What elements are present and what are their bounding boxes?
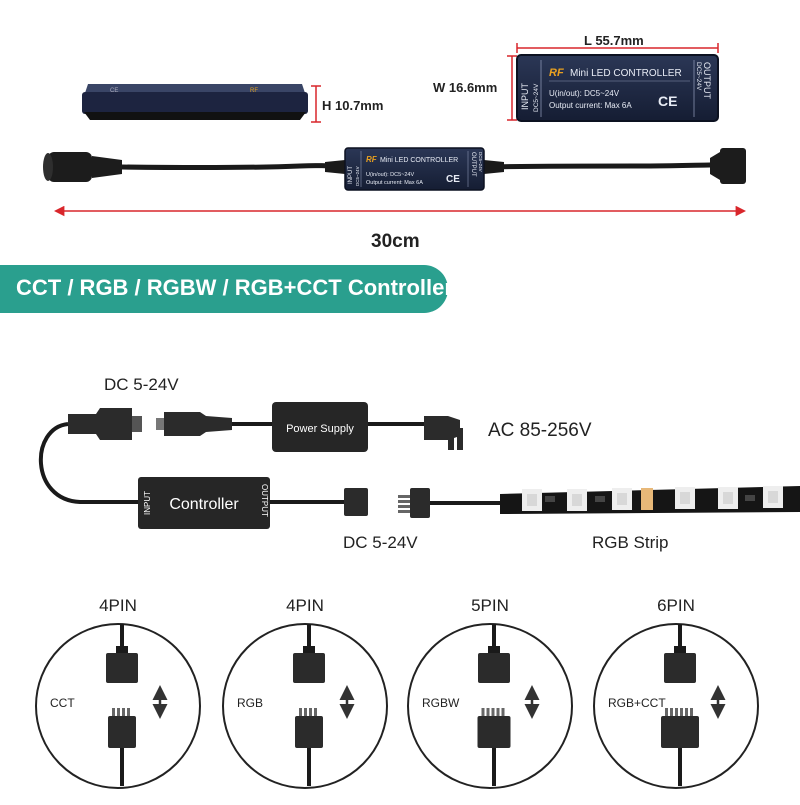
pin-type-label: RGBW bbox=[422, 696, 460, 710]
rgb-strip bbox=[500, 486, 800, 514]
pin-connector bbox=[720, 148, 746, 184]
inline-spec-voltage: U(in/out): DC5~24V bbox=[366, 172, 414, 178]
dc-output-label: DC 5-24V bbox=[343, 533, 418, 552]
pin-type-label: CCT bbox=[50, 696, 75, 710]
top-brand-label: Mini LED CONTROLLER bbox=[570, 68, 682, 79]
top-output-voltage: DC5~24V bbox=[695, 62, 702, 91]
female-connector bbox=[478, 653, 510, 683]
top-input-label: INPUT bbox=[520, 82, 530, 110]
male-connector bbox=[661, 716, 699, 748]
top-rf-logo: RF bbox=[549, 67, 564, 79]
length-dimension: L 55.7mm bbox=[516, 33, 719, 53]
strip-pin-connector bbox=[398, 488, 430, 518]
male-connector bbox=[295, 716, 323, 748]
length-label: L 55.7mm bbox=[584, 33, 644, 48]
pin-variant-rgbw: 5PIN RGBW bbox=[407, 596, 573, 789]
cable-length-dimension: 30cm bbox=[53, 205, 747, 252]
height-dimension: H 10.7mm bbox=[311, 85, 383, 123]
height-label: H 10.7mm bbox=[322, 98, 383, 113]
top-output-label: OUTPUT bbox=[702, 62, 712, 100]
power-supply bbox=[272, 402, 368, 452]
pin-count-label: 6PIN bbox=[657, 596, 695, 615]
dc-male-plug bbox=[68, 408, 132, 440]
pin-circle bbox=[407, 623, 573, 789]
pin-count-label: 4PIN bbox=[286, 596, 324, 615]
pin-type-label: RGB+CCT bbox=[608, 696, 666, 710]
pin-count-label: 5PIN bbox=[471, 596, 509, 615]
inline-brand-label: Mini LED CONTROLLER bbox=[380, 157, 458, 164]
banner-title: CCT / RGB / RGBW / RGB+CCT Controller bbox=[16, 275, 453, 300]
cable-assembly: INPUT DC5~24V RF Mini LED CONTROLLER U(i… bbox=[43, 147, 746, 191]
pin-variant-cct: 4PIN CCT bbox=[35, 596, 201, 789]
inline-input-voltage: DC5~24V bbox=[355, 166, 360, 186]
inline-input-label: INPUT bbox=[348, 166, 354, 184]
pin-variants: 4PIN CCT 4PIN RGB 5PIN RGBW 6PIN RGB+CCT bbox=[35, 596, 759, 789]
pin-circle bbox=[222, 623, 388, 789]
male-connector bbox=[108, 716, 136, 748]
power-supply-label: Power Supply bbox=[286, 423, 354, 435]
side-ce-mark: CE bbox=[110, 88, 118, 94]
top-input-voltage: DC5~24V bbox=[533, 83, 540, 112]
pin-variant-rgb-cct: 6PIN RGB+CCT bbox=[593, 596, 759, 789]
controller-top-view: INPUT DC5~24V RF Mini LED CONTROLLER U(i… bbox=[516, 54, 719, 122]
inline-controller bbox=[344, 147, 485, 191]
dc-input-label: DC 5-24V bbox=[104, 375, 179, 394]
controller-pin-connector bbox=[344, 488, 368, 516]
dc-female-connector bbox=[164, 412, 232, 436]
male-connector bbox=[477, 716, 511, 748]
wiring-controller bbox=[138, 477, 270, 529]
pin-variant-rgb: 4PIN RGB bbox=[222, 596, 388, 789]
ac-plug bbox=[424, 416, 460, 440]
width-label: W 16.6mm bbox=[433, 80, 497, 95]
controller-side-view: CE RF bbox=[82, 84, 308, 120]
pin-type-label: RGB bbox=[237, 696, 263, 710]
female-connector bbox=[106, 653, 138, 683]
controller-label: Controller bbox=[169, 496, 239, 513]
width-dimension: W 16.6mm bbox=[433, 55, 517, 121]
strip-label: RGB Strip bbox=[592, 533, 669, 552]
female-connector bbox=[664, 653, 696, 683]
controller-input-label: INPUT bbox=[143, 491, 152, 515]
side-rf-logo: RF bbox=[250, 88, 258, 94]
pin-circle bbox=[35, 623, 201, 789]
female-connector bbox=[293, 653, 325, 683]
inline-rf-logo: RF bbox=[366, 155, 378, 164]
cable-length-label: 30cm bbox=[371, 231, 420, 252]
inline-output-label: OUTPUT bbox=[470, 152, 476, 177]
pin-count-label: 4PIN bbox=[99, 596, 137, 615]
ac-input-label: AC 85-256V bbox=[488, 420, 592, 441]
title-banner: CCT / RGB / RGBW / RGB+CCT Controller bbox=[0, 265, 453, 313]
inline-spec-current: Output current: Max 6A bbox=[366, 180, 423, 186]
wiring-diagram: DC 5-24V Power Supply AC 85-256V INPUT C… bbox=[38, 375, 800, 552]
top-ce-mark: CE bbox=[658, 93, 677, 109]
dc-female-plug bbox=[48, 152, 92, 182]
inline-ce-mark: CE bbox=[446, 174, 460, 185]
pin-circle bbox=[593, 623, 759, 789]
top-spec-voltage: U(in/out): DC5~24V bbox=[549, 89, 620, 98]
inline-output-voltage: DC5~24V bbox=[478, 152, 483, 172]
controller-output-label: OUTPUT bbox=[260, 484, 269, 517]
top-spec-current: Output current: Max 6A bbox=[549, 101, 632, 110]
